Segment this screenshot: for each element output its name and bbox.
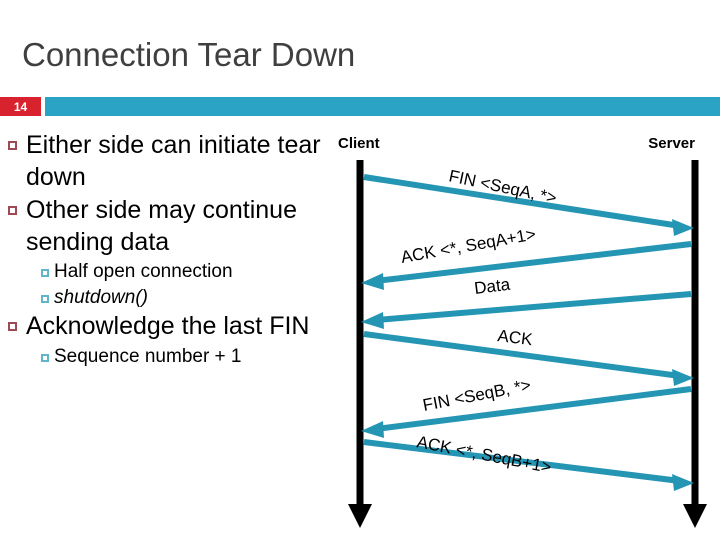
list-item: Acknowledge the last FIN — [8, 311, 338, 343]
list-item-label: Sequence number + 1 — [54, 345, 242, 367]
list-item-label: Other side may continue sending data — [26, 196, 297, 256]
message-label-3: Data — [473, 275, 511, 298]
accent-divider-bar — [45, 97, 720, 116]
list-item-label: Half open connection — [54, 261, 233, 282]
message-arrow-2 — [361, 241, 692, 290]
bullet-list: Either side can initiate tear down Other… — [8, 130, 338, 371]
lifeline-client — [348, 160, 372, 528]
list-item-label: Either side can initiate tear down — [26, 131, 321, 191]
list-item-label: Acknowledge the last FIN — [26, 312, 310, 341]
bullet-square-icon — [41, 353, 49, 362]
message-label-2: ACK <*, SeqA+1> — [399, 225, 537, 267]
message-arrow-4 — [363, 331, 694, 386]
actor-label-server: Server — [648, 135, 695, 152]
list-item: shutdown() — [41, 286, 338, 311]
list-item: Other side may continue sending data — [8, 195, 338, 258]
message-arrow-1 — [363, 174, 694, 236]
bullet-square-icon — [8, 322, 17, 332]
actor-label-client: Client — [338, 135, 380, 152]
list-item-label: shutdown() — [54, 286, 148, 308]
bullet-square-icon — [8, 206, 17, 215]
list-item: Sequence number + 1 — [41, 345, 338, 370]
message-arrow-5 — [361, 386, 692, 438]
message-arrow-3 — [361, 291, 692, 329]
page-title: Connection Tear Down — [22, 36, 356, 73]
message-arrow-6 — [363, 439, 694, 491]
lifeline-server — [683, 160, 707, 528]
list-item: Half open connection — [41, 260, 338, 285]
bullet-square-icon — [41, 294, 49, 303]
message-label-4: ACK — [497, 326, 535, 349]
bullet-square-icon — [8, 141, 17, 150]
page-number-badge: 14 — [0, 97, 41, 116]
bullet-square-icon — [41, 269, 49, 277]
list-item: Either side can initiate tear down — [8, 130, 338, 193]
message-label-6: ACK <*, SeqB+1> — [415, 432, 553, 477]
sequence-diagram: Client Server FIN <SeqA, *> ACK <*, SeqA… — [320, 126, 720, 540]
